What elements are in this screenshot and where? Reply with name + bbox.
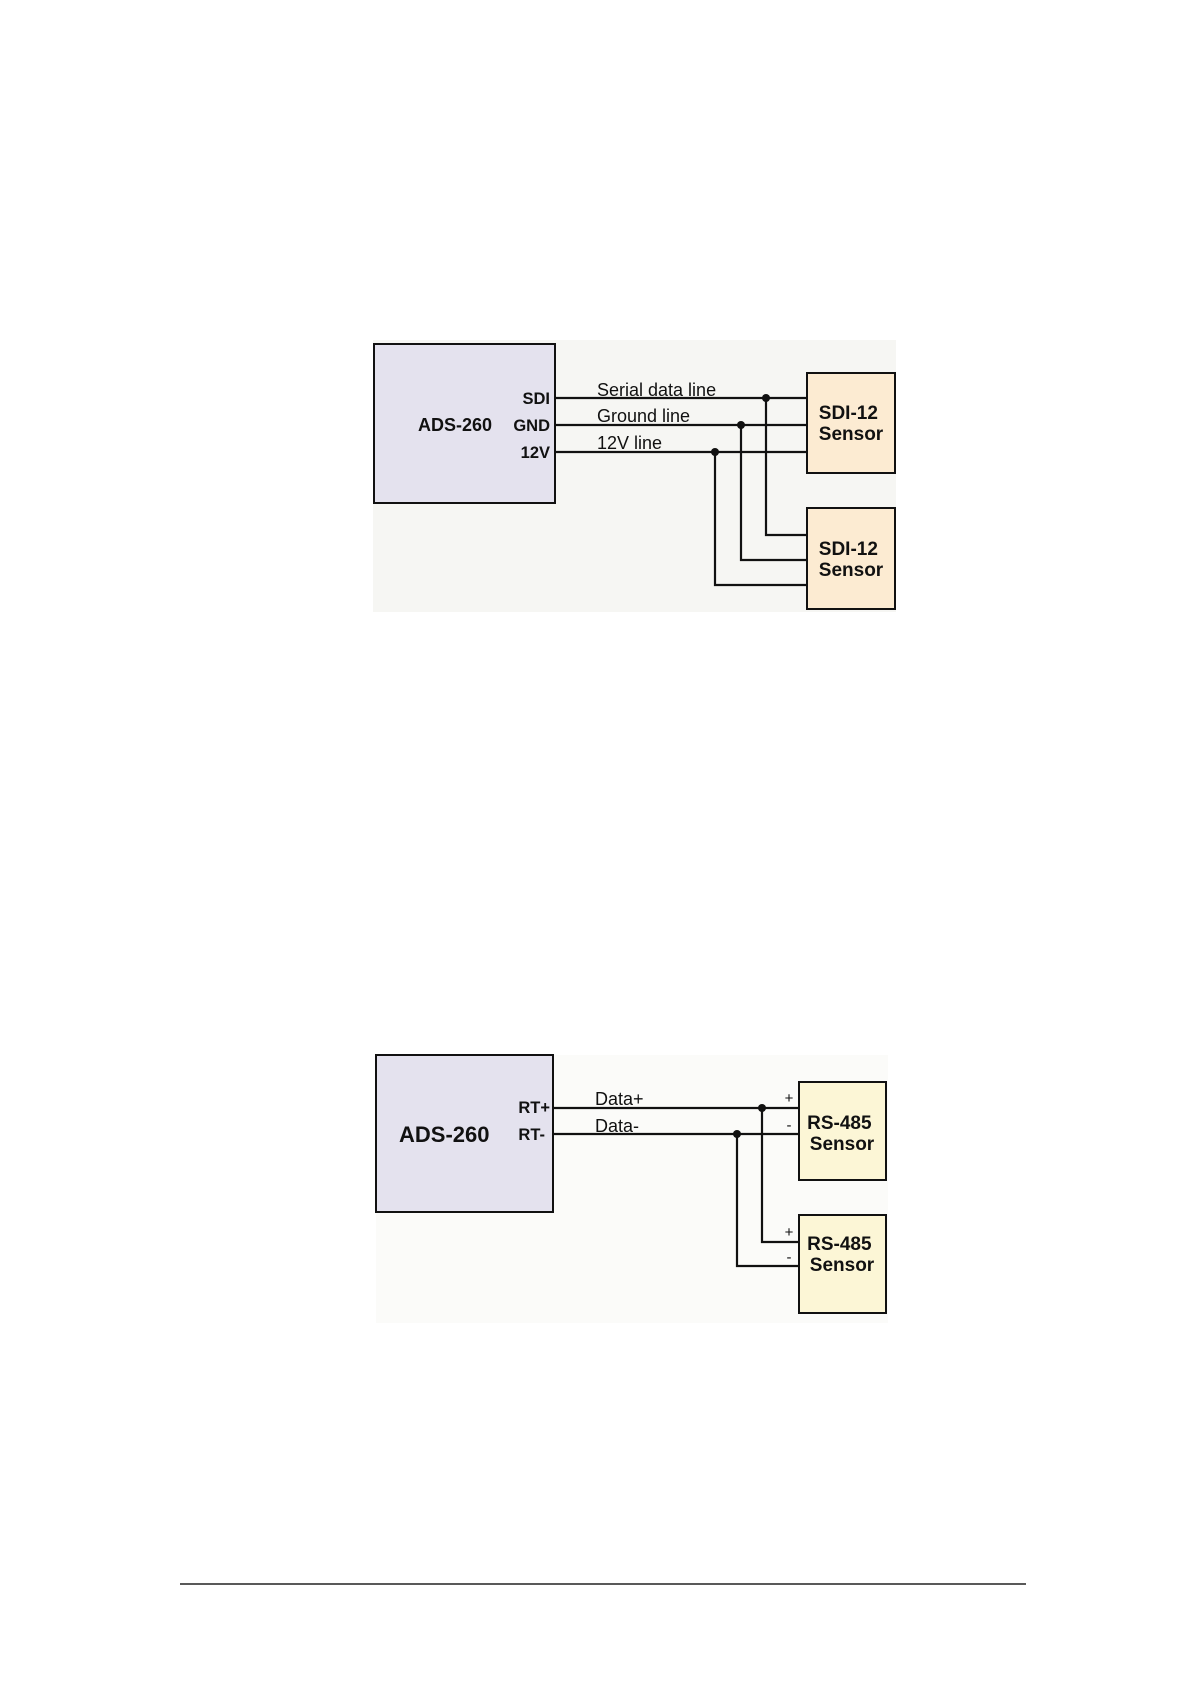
sdi12-sensor-1: SDI-12 Sensor [807,373,895,473]
data-plus-junction-dot [758,1104,766,1112]
ground-junction-dot [737,421,745,429]
sdi12-wiring-diagram: ADS-260 SDI GND 12V Serial data line Gro… [373,340,896,612]
rs485-sensor-1-label: RS-485 Sensor [807,1113,877,1155]
rs485-sensor-1: RS-485 Sensor [799,1082,886,1180]
logger-name: ADS-260 [418,415,492,435]
rs485-sensor-2-label-line2: Sensor [810,1255,875,1276]
sensor-2-minus-terminal: - [787,1249,792,1266]
sensor-1-minus-terminal: - [787,1117,792,1134]
rs485-logger-name: ADS-260 [399,1122,489,1147]
pin-12v: 12V [521,444,550,462]
sdi12-sensor-1-label: SDI-12 Sensor [819,403,884,445]
pin-rt-minus: RT- [518,1126,545,1144]
sdi12-sensor-1-label-line1: SDI-12 [819,403,878,424]
sdi12-sensor-2-label: SDI-12 Sensor [819,539,884,581]
sensor-1-plus-terminal: + [785,1090,794,1107]
rs485-sensor-1-label-line2: Sensor [810,1134,875,1155]
sensor-2-plus-terminal: + [785,1224,794,1241]
pin-gnd: GND [513,417,550,435]
rs485-sensor-1-label-line1: RS-485 [807,1113,872,1134]
serial-data-junction-dot [762,394,770,402]
rs485-sensor-2-label-line1: RS-485 [807,1234,872,1255]
12v-junction-dot [711,448,719,456]
12v-line-label: 12V line [597,433,662,453]
data-plus-line-label: Data+ [595,1089,644,1109]
data-minus-junction-dot [733,1130,741,1138]
sdi12-sensor-2-label-line1: SDI-12 [819,539,878,560]
pin-rt-plus: RT+ [518,1099,550,1117]
sdi12-sensor-2: SDI-12 Sensor [807,508,895,609]
sdi12-sensor-1-label-line2: Sensor [819,424,884,445]
rs485-wiring-diagram: ADS-260 RT+ RT- Data+ Data- + - + - RS-4… [376,1055,888,1323]
sdi12-sensor-2-label-line2: Sensor [819,560,884,581]
ground-line-label: Ground line [597,406,690,426]
rs485-sensor-2-label: RS-485 Sensor [807,1234,877,1276]
rs485-sensor-2: RS-485 Sensor [799,1215,886,1313]
pin-sdi: SDI [522,390,550,408]
